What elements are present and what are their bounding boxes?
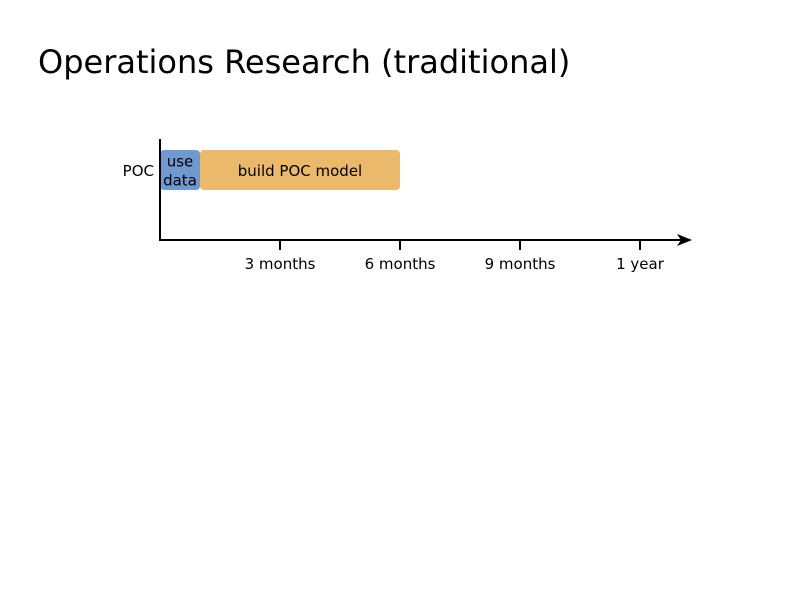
task-bar-label: build POC model bbox=[238, 162, 362, 180]
tick-label: 9 months bbox=[485, 255, 556, 273]
timeline-axis bbox=[159, 139, 692, 246]
slide-title: Operations Research (traditional) bbox=[38, 43, 571, 81]
tick-label: 6 months bbox=[365, 255, 436, 273]
task-bar: build POC model bbox=[200, 150, 400, 190]
task-bar-rect bbox=[200, 150, 400, 190]
row-label: POC bbox=[123, 162, 154, 180]
task-bar-rect bbox=[160, 150, 200, 190]
task-bar-label: use bbox=[167, 153, 194, 171]
tick-label: 3 months bbox=[245, 255, 316, 273]
x-axis-arrowhead bbox=[677, 234, 692, 246]
task-bar-label: data bbox=[163, 172, 197, 190]
axis-ticks: 3 months 6 months 9 months 1 year bbox=[245, 239, 665, 273]
tick-label: 1 year bbox=[616, 255, 665, 273]
row-labels: POC bbox=[123, 162, 154, 180]
